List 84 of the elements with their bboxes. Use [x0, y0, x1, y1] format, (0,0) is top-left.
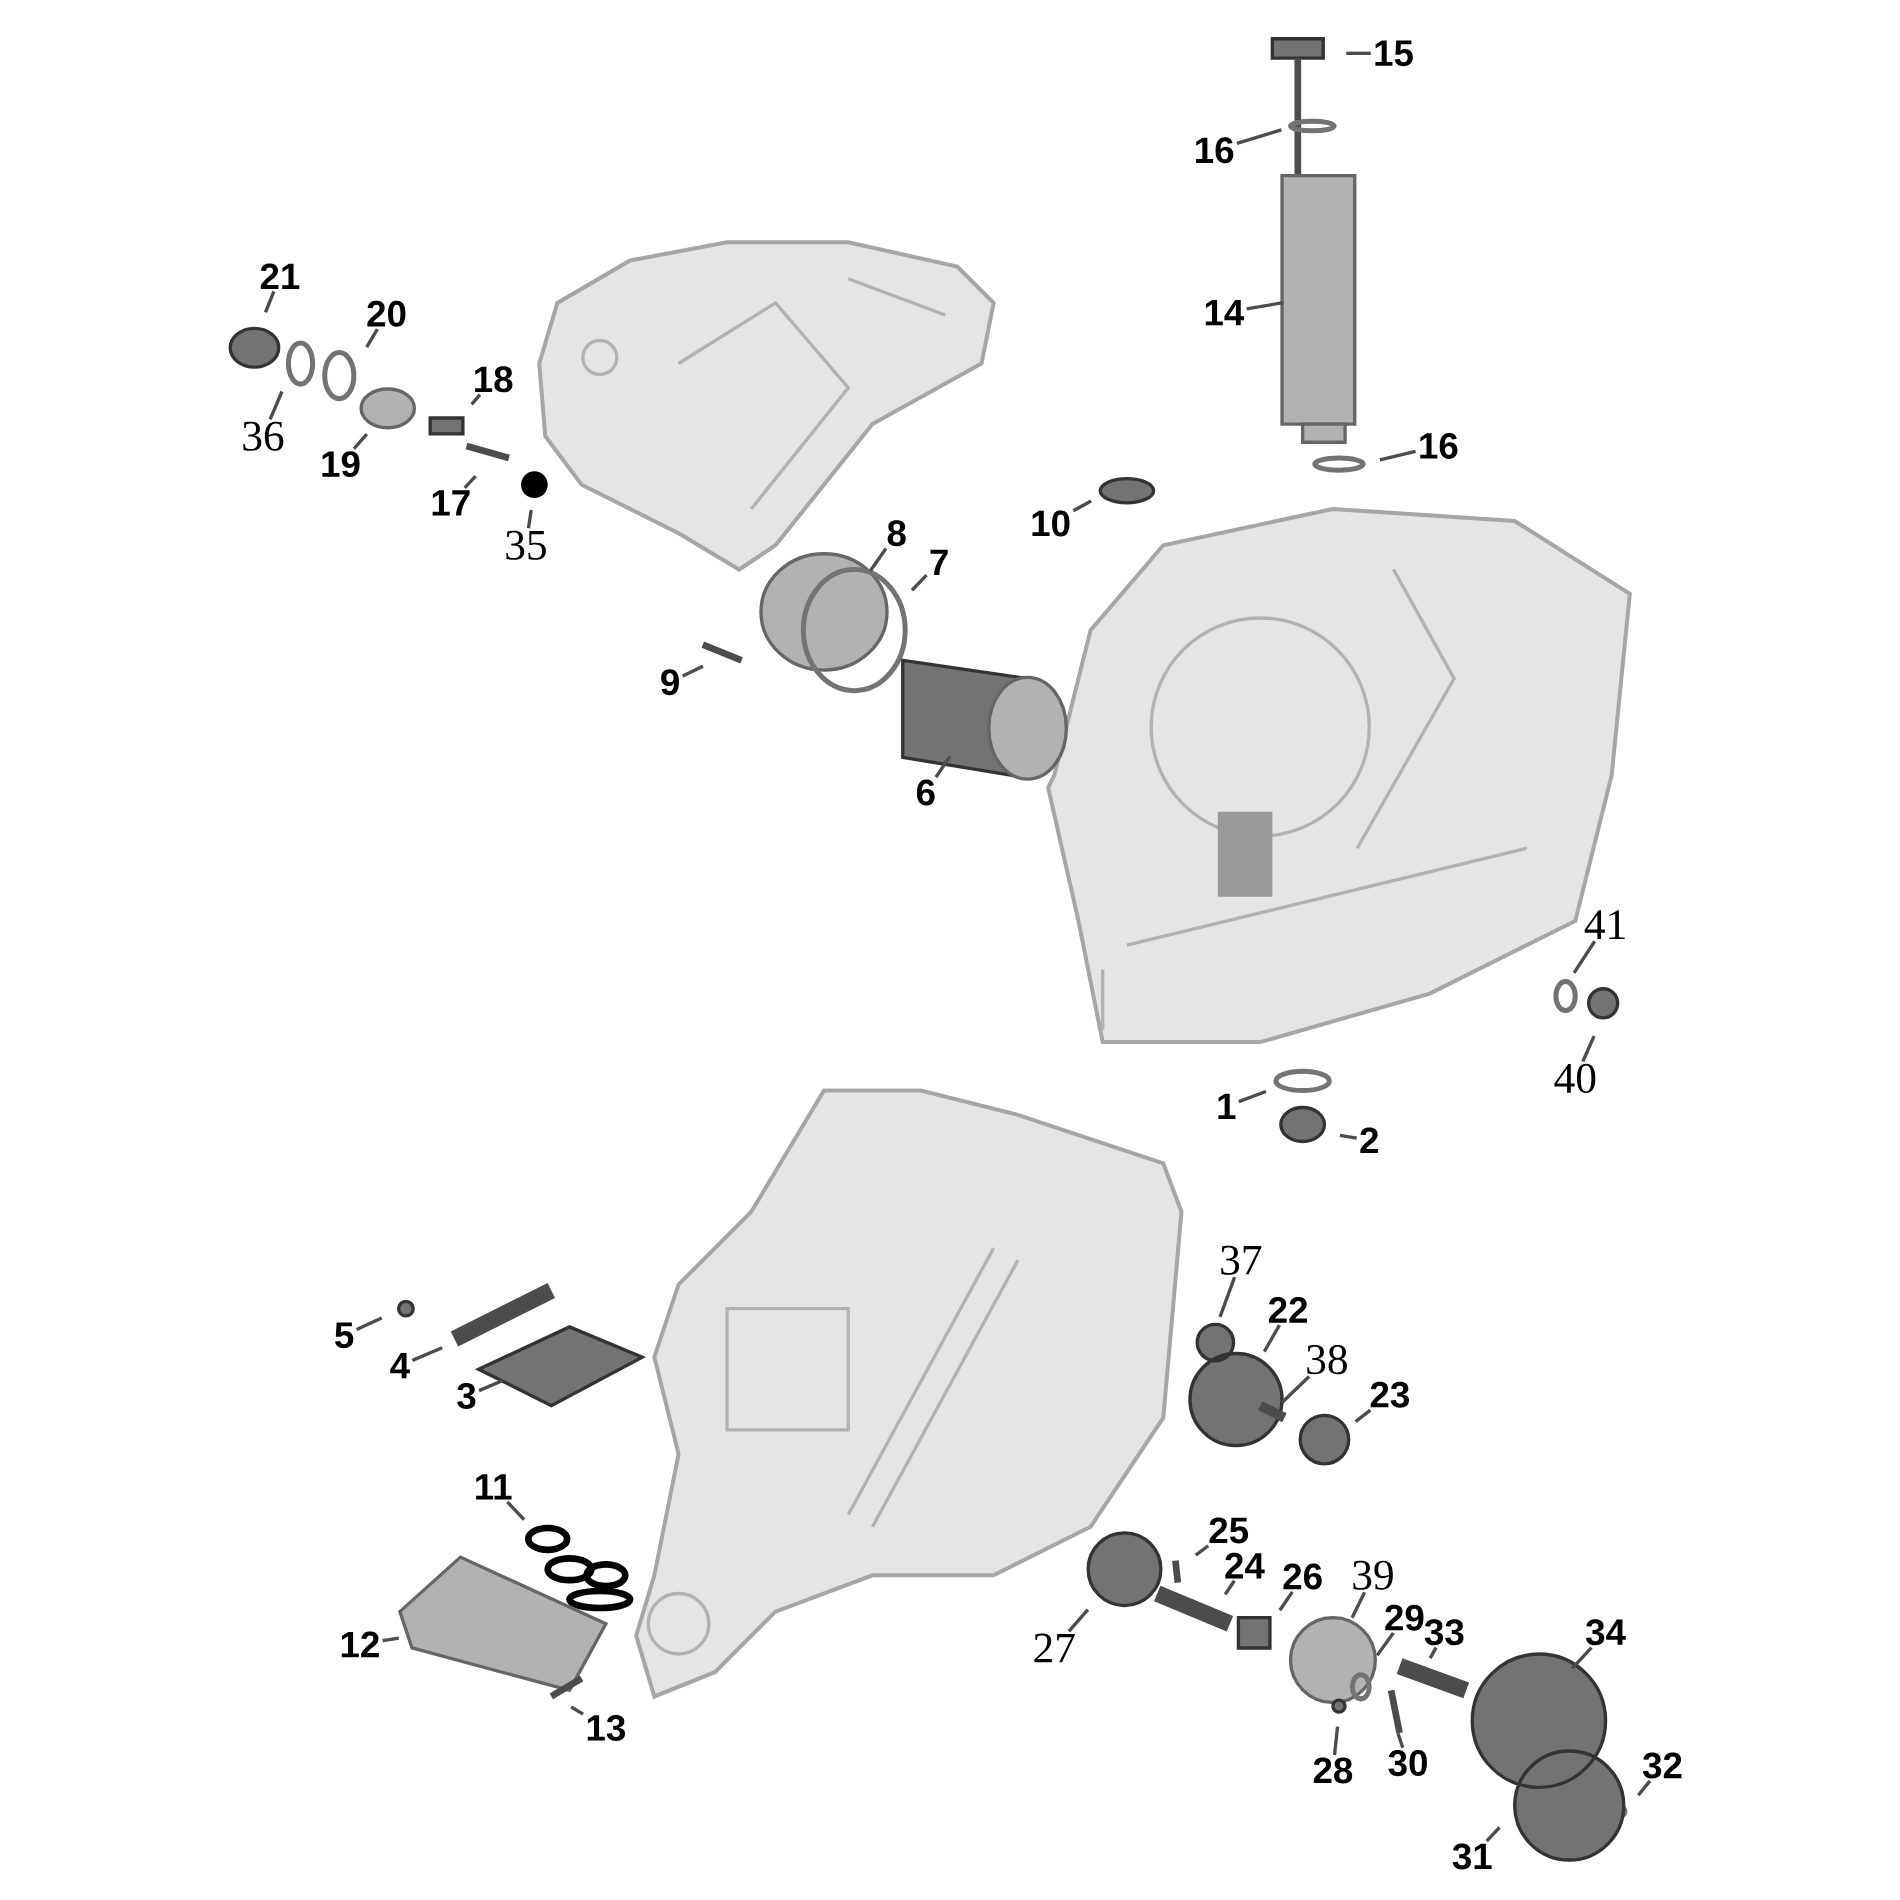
leader-line	[1428, 1646, 1438, 1659]
callout-number: 37	[1221, 1245, 1262, 1275]
callout-number: 13	[587, 1714, 625, 1741]
leader-line	[365, 328, 379, 348]
callout-number: 9	[661, 669, 679, 696]
callout-number: 15	[1375, 40, 1413, 67]
callout-number: 20	[367, 300, 406, 327]
leader-line	[1223, 1579, 1236, 1596]
callout-number: 40	[1554, 1063, 1596, 1094]
callout-number: 33	[1424, 1619, 1464, 1646]
callout-number: 35	[506, 530, 546, 560]
callout-number: 10	[1032, 510, 1070, 537]
callout-number: 36	[243, 421, 284, 451]
callout-number: 4	[390, 1353, 410, 1379]
callout-number: 3	[457, 1382, 476, 1409]
callout-number: 25	[1209, 1517, 1249, 1544]
leader-line	[1572, 940, 1597, 974]
leader-line	[1194, 1544, 1210, 1557]
leader-line	[478, 1379, 504, 1393]
leader-line	[1280, 1375, 1311, 1404]
leader-line	[869, 547, 888, 572]
leader-line	[910, 574, 928, 592]
callout-number: 21	[260, 263, 300, 290]
leader-line	[1637, 1779, 1652, 1797]
callout-number: 16	[1420, 432, 1458, 459]
callout-number: 41	[1584, 910, 1625, 939]
leader-line	[1067, 1608, 1090, 1633]
leader-line	[1246, 301, 1284, 311]
callout-number: 28	[1313, 1757, 1353, 1784]
callout-number: 17	[432, 490, 470, 516]
leader-line	[1346, 51, 1371, 55]
callout-number: 24	[1225, 1552, 1265, 1579]
leader-line	[934, 755, 952, 779]
callout-number: 30	[1388, 1750, 1427, 1777]
leader-line	[1375, 1632, 1395, 1657]
callout-number: 18	[475, 366, 513, 393]
callout-number: 5	[335, 1322, 354, 1349]
callout-number: 1	[1218, 1093, 1236, 1119]
leader-line	[1218, 1276, 1237, 1318]
callout-number: 29	[1385, 1604, 1424, 1631]
callout-number: 31	[1452, 1843, 1492, 1870]
leader-line	[268, 390, 284, 420]
leader-line	[1238, 1089, 1267, 1104]
leader-line	[1350, 1591, 1367, 1619]
leader-line	[352, 433, 369, 450]
callout-number: 12	[341, 1631, 379, 1658]
callout-number: 32	[1642, 1752, 1682, 1779]
leader-line	[1571, 1646, 1593, 1670]
leader-line	[526, 509, 533, 529]
callout-number: 14	[1205, 300, 1245, 326]
callout-number: 26	[1283, 1563, 1322, 1590]
leader-line	[1396, 1732, 1405, 1749]
callout-number: 38	[1307, 1344, 1347, 1375]
leader-line	[356, 1316, 383, 1332]
callout-number: 6	[916, 779, 935, 806]
leader-line	[263, 290, 276, 313]
leader-line	[1339, 1133, 1357, 1140]
callout-number: 11	[476, 1474, 512, 1500]
leader-line	[681, 664, 704, 678]
leader-line	[1278, 1590, 1294, 1612]
leader-line	[411, 1346, 443, 1362]
leader-line	[463, 475, 477, 490]
leader-line	[1581, 1035, 1596, 1063]
leader-line	[470, 393, 482, 406]
callout-number: 39	[1353, 1560, 1393, 1590]
callout-number: 2	[1360, 1127, 1379, 1154]
leader-line	[382, 1636, 400, 1643]
leader-line	[506, 1500, 526, 1521]
leader-line	[1485, 1826, 1501, 1843]
leader-line	[1354, 1408, 1372, 1423]
callout-number: 8	[887, 520, 906, 547]
callout-number: 19	[322, 451, 360, 478]
callout-number: 22	[1268, 1297, 1308, 1323]
leader-line	[1262, 1324, 1281, 1353]
callout-number: 23	[1370, 1381, 1409, 1408]
leader-line	[1332, 1726, 1340, 1756]
leader-line	[1236, 128, 1282, 145]
leader-line	[570, 1705, 584, 1716]
callout-number: 16	[1196, 137, 1234, 164]
leader-line	[1072, 499, 1092, 513]
callout-number: 34	[1586, 1619, 1626, 1646]
callout-number: 27	[1034, 1633, 1075, 1663]
callout-number: 7	[930, 549, 948, 575]
leader-line	[1379, 449, 1416, 462]
